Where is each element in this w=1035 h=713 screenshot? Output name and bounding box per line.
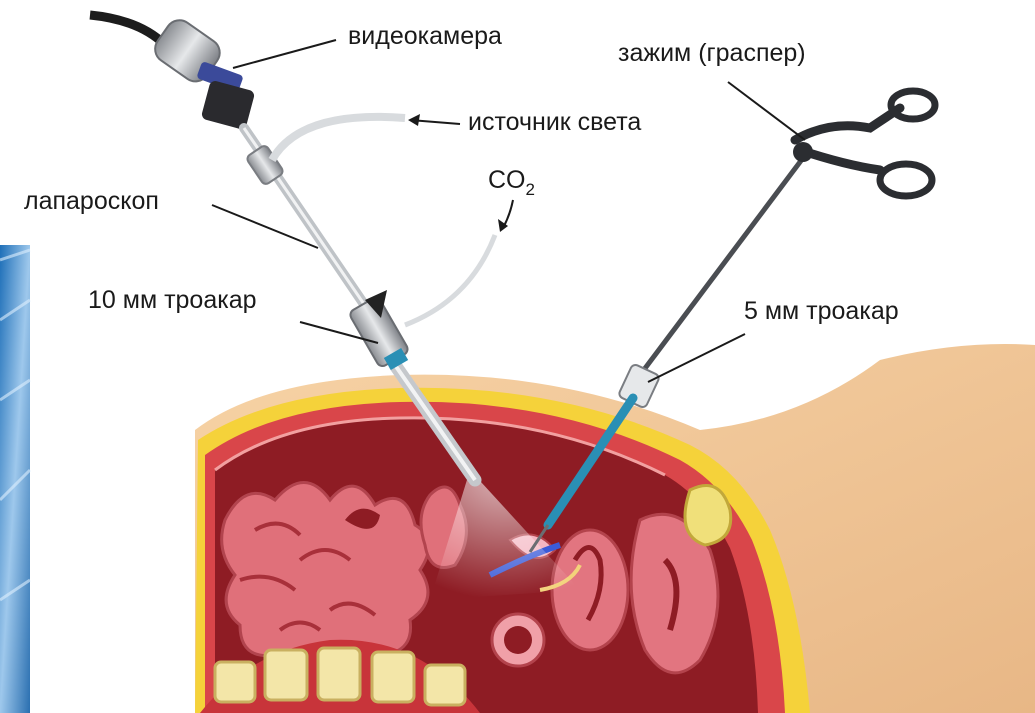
label-grasper: зажим (граспер) — [618, 41, 806, 66]
label-trocar-5mm: 5 мм троакар — [744, 299, 899, 324]
label-laparoscope: лапароскоп — [24, 189, 159, 214]
label-light-source: источник света — [468, 110, 641, 135]
label-co2-subscript: 2 — [526, 180, 535, 199]
label-trocar-10mm: 10 мм троакар — [88, 288, 257, 313]
leader-line-grasper — [728, 82, 805, 140]
video-camera — [150, 15, 256, 130]
label-co2: CO2 — [488, 168, 535, 193]
background-blue-panel — [0, 245, 30, 713]
label-videocamera: видеокамера — [348, 24, 502, 49]
camera-cable — [90, 15, 165, 45]
grasper — [640, 91, 935, 375]
co2-tube — [405, 235, 495, 325]
leader-line-videocamera — [233, 40, 336, 68]
light-cable — [272, 117, 405, 160]
label-co2-main: CO — [488, 166, 526, 194]
